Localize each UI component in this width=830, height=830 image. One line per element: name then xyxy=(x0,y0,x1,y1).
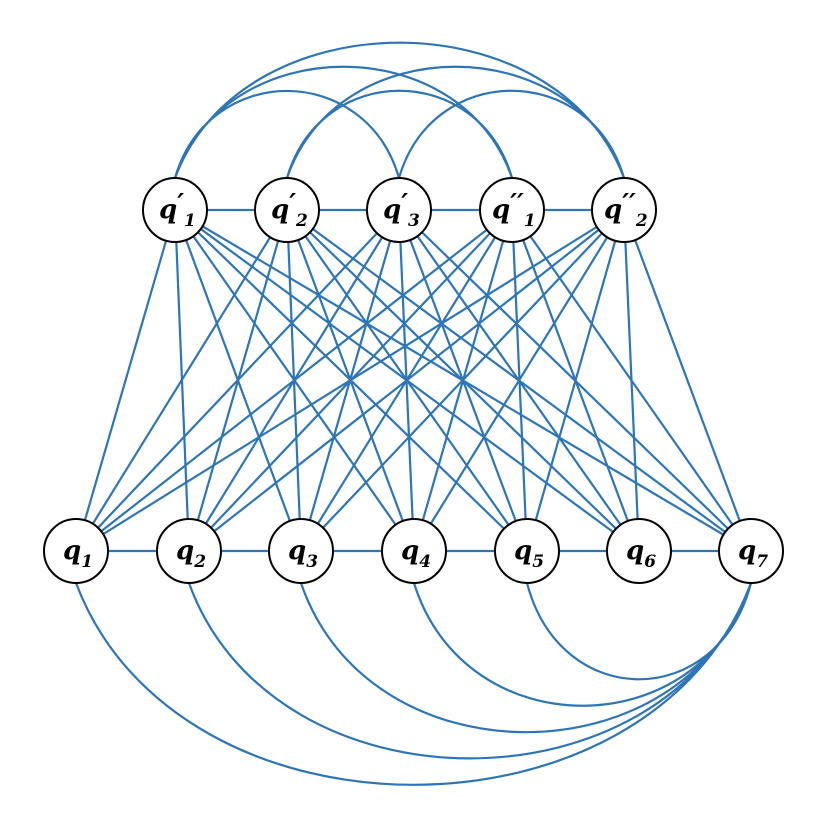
node-qp3: q′3 xyxy=(366,177,432,243)
edge-qpp2-q7 xyxy=(622,209,753,552)
node-qpp1: q′′1 xyxy=(479,177,545,243)
arc-q4-q7 xyxy=(412,582,753,707)
node-q1: q1 xyxy=(43,518,109,584)
node-q6: q6 xyxy=(606,518,672,584)
node-label: q′′1 xyxy=(492,189,536,231)
arc-qp2-qpp2 xyxy=(285,65,626,179)
arc-qp1-qpp1 xyxy=(173,65,514,179)
node-label: q′2 xyxy=(271,189,308,231)
node-label: q2 xyxy=(176,536,206,572)
edge-qpp2-q4 xyxy=(413,209,625,552)
node-circle xyxy=(366,177,432,243)
edges xyxy=(74,41,753,786)
node-circle xyxy=(479,177,545,243)
arc-qp1-qp3 xyxy=(173,89,401,179)
edge-qpp2-q5 xyxy=(525,209,626,552)
node-circle xyxy=(142,177,208,243)
edge-qpp2-q1 xyxy=(75,209,625,552)
node-q5: q5 xyxy=(494,518,560,584)
node-circle xyxy=(606,518,672,584)
node-circle xyxy=(381,518,447,584)
nodes: q′1 q′2 q′3 q′′1 q′′2 q1 q2 q3 q4 q5 q6 q7 xyxy=(43,177,784,584)
node-circle xyxy=(43,518,109,584)
node-q7: q7 xyxy=(718,518,784,584)
edge-qp2-q1 xyxy=(75,209,288,552)
edge-qp3-q1 xyxy=(75,209,400,552)
node-circle xyxy=(268,518,334,584)
arc-q2-q7 xyxy=(187,582,753,760)
arc-q3-q7 xyxy=(299,582,753,734)
node-label: q4 xyxy=(401,536,431,572)
node-label: q1 xyxy=(63,536,93,572)
edge-qpp2-q3 xyxy=(300,209,625,552)
edge-qp1-q1 xyxy=(74,209,177,552)
node-circle xyxy=(591,177,657,243)
node-label: q′3 xyxy=(383,189,420,231)
node-circle xyxy=(718,518,784,584)
edge-qpp2-q6 xyxy=(622,209,641,552)
node-qp1: q′1 xyxy=(142,177,208,243)
node-label: q7 xyxy=(738,536,768,572)
node-q4: q4 xyxy=(381,518,447,584)
node-q3: q3 xyxy=(268,518,334,584)
node-circle xyxy=(156,518,222,584)
node-q2: q2 xyxy=(156,518,222,584)
arc-q5-q7 xyxy=(525,582,753,681)
arc-qp1-qpp2 xyxy=(173,41,626,179)
node-label: q′1 xyxy=(159,189,196,231)
edge-qpp1-q1 xyxy=(75,209,513,552)
node-label: q3 xyxy=(288,536,318,572)
node-qpp2: q′′2 xyxy=(591,177,657,243)
edge-qpp2-q2 xyxy=(188,209,625,552)
node-circle xyxy=(494,518,560,584)
arc-qp3-qpp2 xyxy=(397,89,626,179)
node-label: q5 xyxy=(514,536,544,572)
arc-qp2-qpp1 xyxy=(285,89,514,179)
node-label: q′′2 xyxy=(604,189,648,231)
node-circle xyxy=(254,177,320,243)
node-label: q6 xyxy=(626,536,656,572)
node-qp2: q′2 xyxy=(254,177,320,243)
arc-q1-q7 xyxy=(74,582,753,786)
